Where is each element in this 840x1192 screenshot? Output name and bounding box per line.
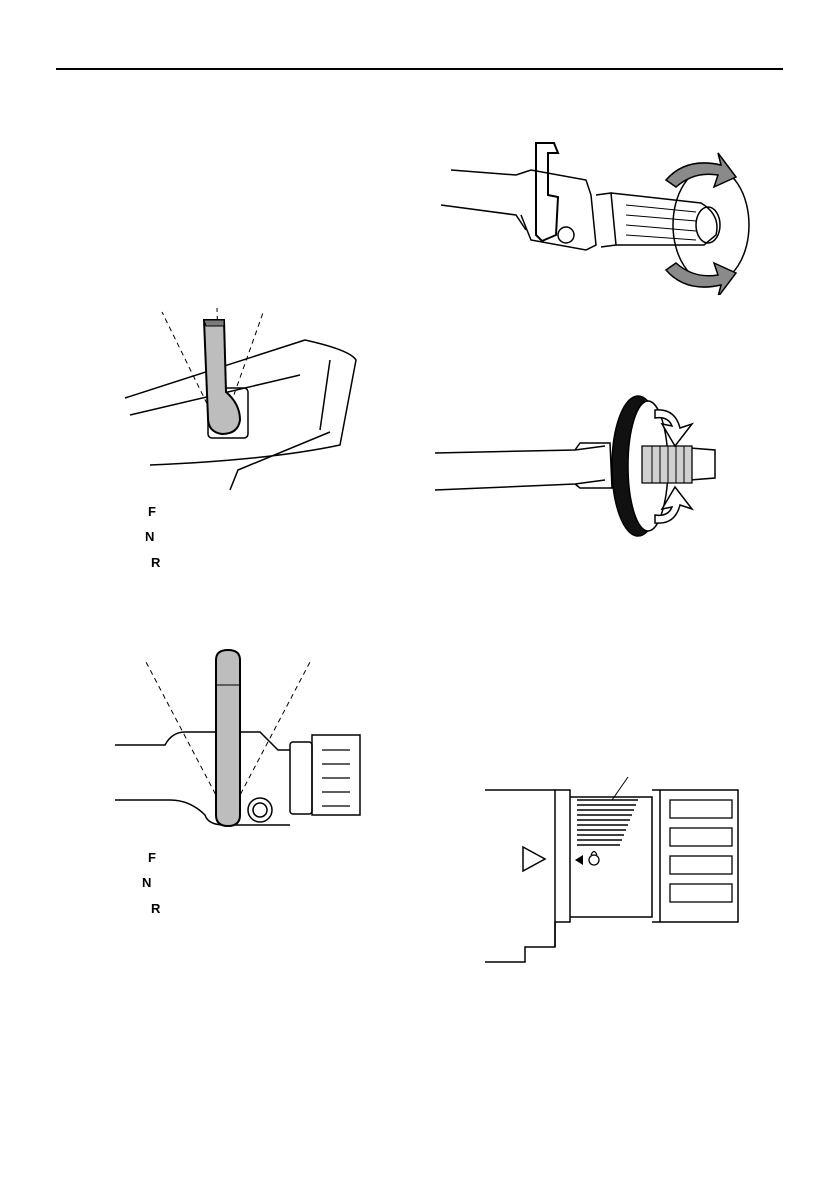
shift-lever-cowling-drawing — [120, 300, 370, 495]
tiller-lever-handle — [216, 650, 240, 826]
rotate-arrow-up-icon — [666, 153, 736, 187]
throttle-grip-drawing — [436, 135, 756, 295]
throttle-friction-figure — [430, 388, 730, 543]
label-reverse: R — [151, 556, 160, 570]
throttle-friction-drawing — [430, 388, 730, 543]
header-rule — [56, 68, 783, 70]
label-neutral-2: N — [142, 876, 151, 890]
label-forward: F — [148, 505, 156, 519]
shift-lever-tiller-drawing — [110, 640, 370, 835]
throttle-indicator-figure — [480, 772, 745, 972]
rotate-arrow-down-icon — [666, 263, 736, 295]
start-position-icon — [589, 855, 599, 865]
lever-handle — [204, 320, 240, 434]
label-forward-2: F — [148, 851, 156, 865]
index-arrow-icon — [575, 855, 583, 865]
shift-lever-cowling-figure — [120, 300, 370, 495]
throttle-indicator-drawing — [480, 772, 745, 972]
label-neutral: N — [145, 530, 154, 544]
label-reverse-2: R — [151, 902, 160, 916]
shift-lever-tiller-figure — [110, 640, 370, 835]
play-triangle-icon — [523, 847, 545, 871]
throttle-grip-figure — [436, 135, 756, 295]
